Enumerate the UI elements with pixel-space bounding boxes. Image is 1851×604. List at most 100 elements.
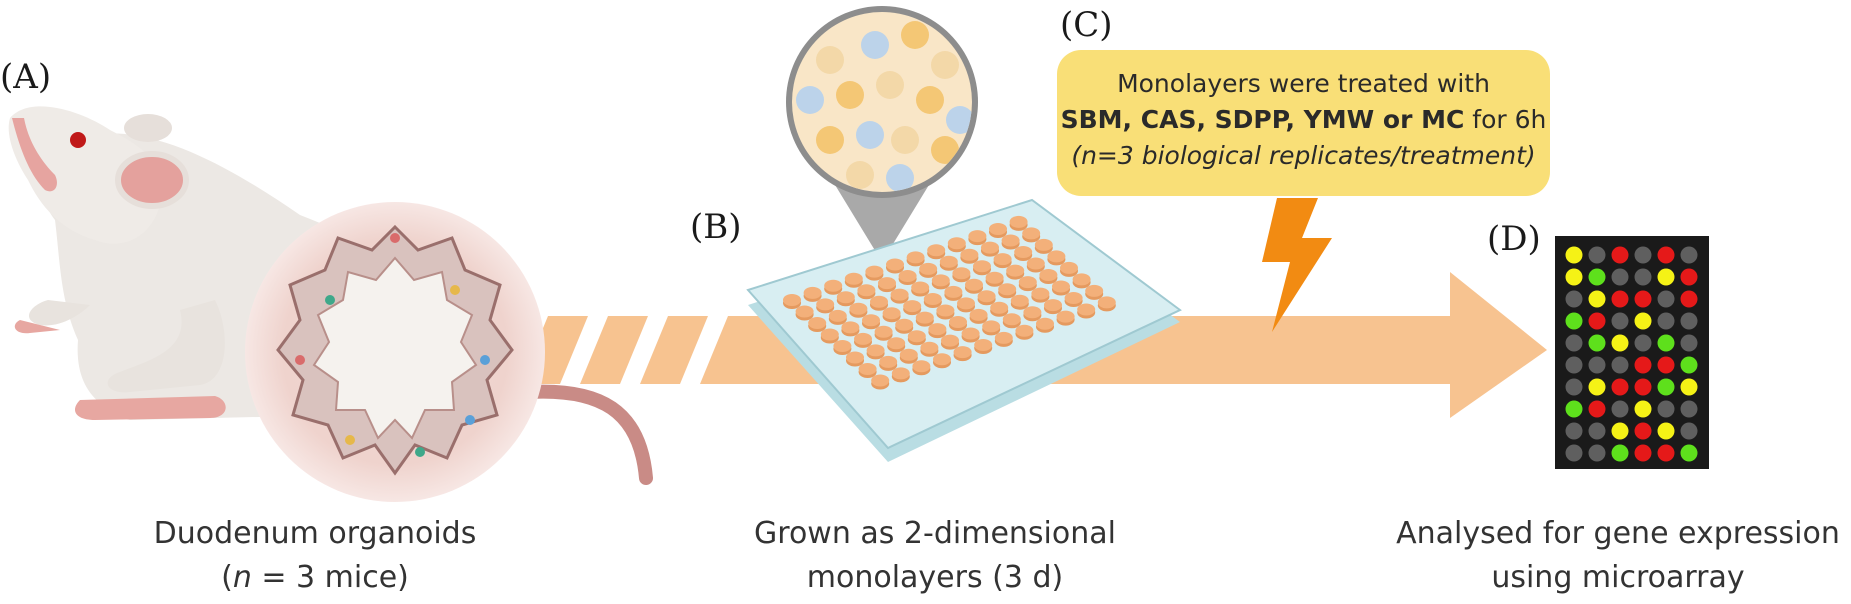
well [993, 253, 1012, 266]
well [990, 301, 1009, 314]
well [982, 320, 1001, 333]
well [989, 223, 1007, 235]
well [1077, 303, 1096, 316]
array-spot [1565, 444, 1583, 462]
array-spot [1634, 444, 1652, 462]
array-spot [1680, 378, 1698, 396]
well [969, 308, 988, 321]
array-spot [1611, 378, 1629, 396]
cell-zoom-icon [786, 6, 978, 262]
array-spot [1657, 290, 1675, 308]
treatment-callout: Monolayers were treated with SBM, CAS, S… [1057, 50, 1550, 196]
well [808, 317, 827, 329]
caption-organoids: Duodenum organoids (n = 3 mice) [90, 512, 540, 600]
well [944, 285, 963, 298]
caption-monolayers-line-1: Grown as 2-dimensional [754, 516, 1116, 551]
well [1047, 250, 1066, 263]
array-spot [1588, 268, 1606, 286]
well [1010, 294, 1029, 307]
array-spot [1588, 290, 1606, 308]
well [865, 265, 884, 278]
well [941, 334, 959, 347]
well [898, 270, 917, 282]
well [981, 241, 999, 254]
well [947, 237, 966, 250]
array-spot [1634, 290, 1652, 308]
array-spot [1634, 422, 1652, 440]
well [998, 283, 1017, 296]
array-spot [1680, 246, 1698, 264]
callout-line-3: (n=3 biological replicates/treatment) [1057, 138, 1550, 174]
caption-monolayers-line-2: monolayers (3 d) [806, 560, 1064, 595]
well [844, 272, 863, 285]
array-spot [1565, 268, 1583, 286]
well [952, 267, 971, 280]
array-spot [1611, 312, 1629, 330]
well [846, 351, 864, 364]
well [874, 325, 893, 338]
panel-label-a: (A) [0, 57, 52, 97]
well [1056, 310, 1075, 323]
array-spot [1588, 312, 1606, 330]
caption-organoids-line-1: Duodenum organoids [153, 516, 477, 551]
well [1018, 276, 1037, 289]
well [994, 331, 1013, 344]
well [973, 260, 991, 273]
array-spot [1611, 356, 1629, 374]
array-spot [1611, 444, 1629, 462]
array-spot [1588, 246, 1606, 264]
array-spot [1611, 422, 1629, 440]
array-spot [1634, 378, 1652, 396]
array-spot [1588, 400, 1606, 418]
well [854, 332, 872, 345]
well [857, 284, 876, 297]
well [961, 327, 980, 340]
well [1026, 257, 1045, 270]
callout-line-2: SBM, CAS, SDPP, YMW or MC for 6h [1057, 102, 1550, 138]
array-spot [1680, 444, 1698, 462]
array-spot [1634, 400, 1652, 418]
well [1036, 317, 1054, 330]
array-spot [1588, 378, 1606, 396]
well [849, 302, 868, 315]
well [931, 274, 950, 287]
well [949, 316, 967, 328]
caption-organoids-line-2: (n = 3 mice) [221, 560, 409, 595]
well [919, 262, 938, 275]
well [953, 346, 972, 359]
well [1039, 269, 1058, 281]
caption-microarray-line-2: using microarray [1491, 560, 1745, 595]
well [1097, 296, 1116, 309]
array-spot [1634, 268, 1652, 286]
well [1001, 234, 1020, 247]
well [920, 341, 939, 354]
well [1023, 306, 1042, 319]
well [923, 293, 942, 305]
array-spot [1680, 268, 1698, 286]
well [977, 290, 996, 303]
lightning-icon [1262, 198, 1332, 332]
well [890, 288, 909, 301]
panel-label-c: (C) [1060, 5, 1113, 45]
array-spot [1565, 378, 1583, 396]
array-spot [1657, 312, 1675, 330]
array-spot [1680, 422, 1698, 440]
well [1060, 261, 1078, 274]
well [915, 311, 934, 324]
array-spot [1657, 356, 1675, 374]
array-spot [1611, 268, 1629, 286]
panel-label-d: (D) [1487, 219, 1541, 259]
callout-line-1: Monolayers were treated with [1117, 69, 1490, 98]
well [886, 258, 904, 271]
well [871, 374, 890, 387]
well [912, 360, 931, 373]
well [858, 363, 877, 375]
array-spot [1657, 246, 1675, 264]
well [965, 278, 983, 291]
array-spot [1634, 334, 1652, 352]
well [870, 295, 888, 308]
array-spot [1565, 290, 1583, 308]
well [882, 307, 901, 320]
well [928, 323, 947, 336]
array-spot [1657, 268, 1675, 286]
